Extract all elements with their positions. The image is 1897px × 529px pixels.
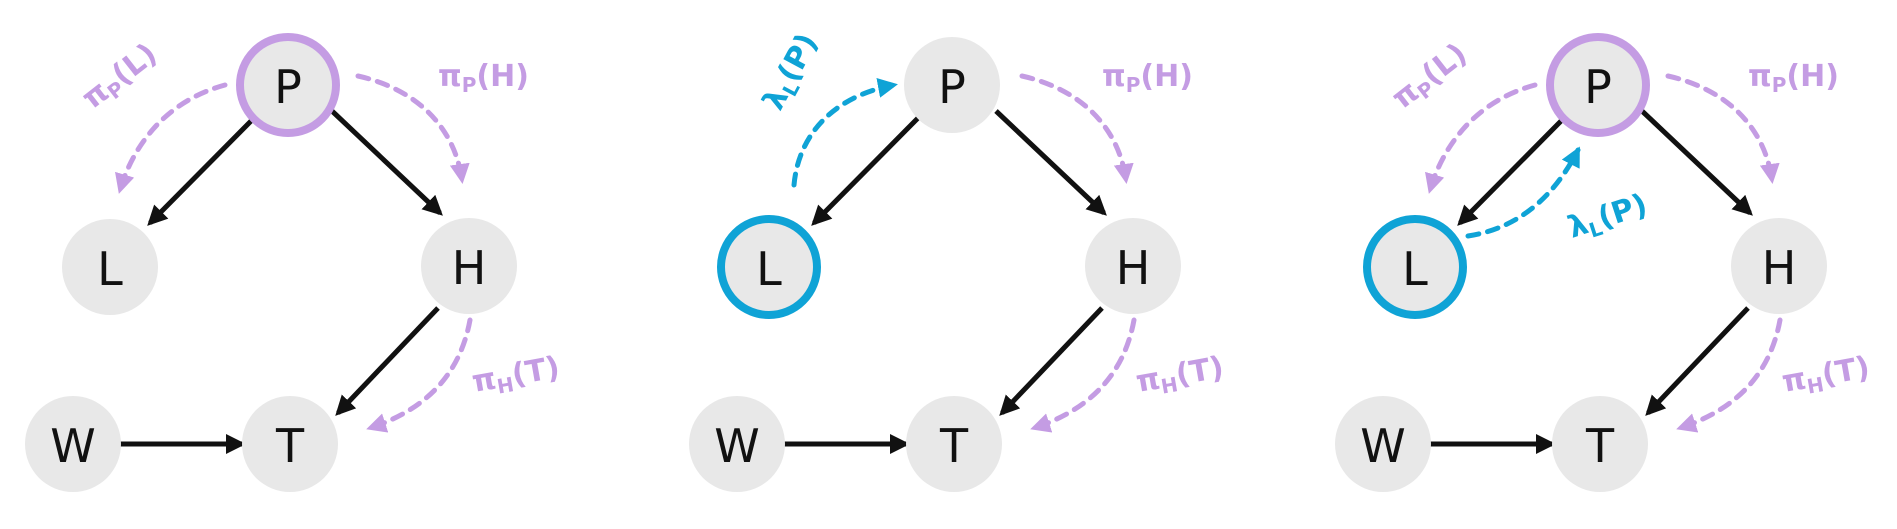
label-pi-p-h: πP(H) xyxy=(438,59,529,97)
node-t: T xyxy=(1552,396,1648,492)
edge-h-t xyxy=(999,306,1104,416)
panel-3: πP(L) πP(H) λL(P) πH(T) P L H W T xyxy=(1335,33,1873,492)
svg-text:T: T xyxy=(939,419,969,473)
node-w: W xyxy=(1335,396,1431,492)
message-pi-h-to-t xyxy=(1030,317,1137,433)
svg-text:T: T xyxy=(275,419,305,473)
node-l: L xyxy=(62,219,158,315)
svg-text:L: L xyxy=(1402,242,1428,296)
node-t: T xyxy=(242,396,338,492)
message-pi-p-to-h xyxy=(355,73,470,184)
label-pi-h-t: πH(T) xyxy=(1779,350,1873,403)
label-pi-p-l: πP(L) xyxy=(1385,36,1475,118)
edge-p-h xyxy=(1640,109,1753,216)
label-pi-p-l: πP(L) xyxy=(75,36,165,118)
edge-p-h xyxy=(994,109,1107,216)
message-pi-h-to-t xyxy=(366,317,473,433)
panel-1: πP(L) πP(H) πH(T) P L H W T xyxy=(25,33,563,492)
svg-text:W: W xyxy=(1360,419,1405,473)
label-pi-h-t: πH(T) xyxy=(469,350,563,403)
message-lambda-l-to-p xyxy=(1465,146,1581,239)
edge-p-l xyxy=(147,115,257,226)
node-w: W xyxy=(25,396,121,492)
message-pi-p-to-l xyxy=(1425,82,1538,194)
node-w: W xyxy=(689,396,785,492)
svg-text:P: P xyxy=(274,60,302,114)
svg-text:P: P xyxy=(1584,60,1612,114)
message-pi-p-to-h xyxy=(1665,73,1780,184)
svg-text:W: W xyxy=(714,419,759,473)
message-pi-h-to-t xyxy=(1676,317,1783,433)
message-pi-p-to-h xyxy=(1019,73,1134,184)
svg-text:H: H xyxy=(1762,241,1797,295)
node-p: P xyxy=(904,37,1000,133)
message-pi-p-to-l xyxy=(115,82,228,194)
edge-h-t xyxy=(335,306,440,416)
svg-text:L: L xyxy=(756,242,782,296)
svg-text:W: W xyxy=(50,419,95,473)
node-h: H xyxy=(1731,218,1827,314)
label-pi-h-t: πH(T) xyxy=(1133,350,1227,403)
label-pi-p-h: πP(H) xyxy=(1102,59,1193,97)
edge-p-l xyxy=(1457,115,1567,226)
node-h: H xyxy=(1085,218,1181,314)
edge-h-t xyxy=(1645,306,1750,416)
svg-text:L: L xyxy=(97,242,123,296)
node-l: L xyxy=(717,215,821,319)
message-lambda-l-to-p xyxy=(791,78,898,188)
panel-2: λL(P) πP(H) πH(T) P L H W T xyxy=(689,28,1227,492)
edge-p-l xyxy=(811,115,921,226)
svg-text:P: P xyxy=(938,60,966,114)
svg-text:H: H xyxy=(452,241,487,295)
label-lambda-l-p: λL(P) xyxy=(1564,187,1653,248)
edge-p-h xyxy=(330,109,443,216)
node-h: H xyxy=(421,218,517,314)
svg-text:T: T xyxy=(1585,419,1615,473)
node-p: P xyxy=(236,33,340,137)
node-p: P xyxy=(1546,33,1650,137)
node-t: T xyxy=(906,396,1002,492)
label-pi-p-h: πP(H) xyxy=(1748,59,1839,97)
svg-text:H: H xyxy=(1116,241,1151,295)
node-l: L xyxy=(1363,215,1467,319)
label-lambda-l-p: λL(P) xyxy=(756,28,828,117)
